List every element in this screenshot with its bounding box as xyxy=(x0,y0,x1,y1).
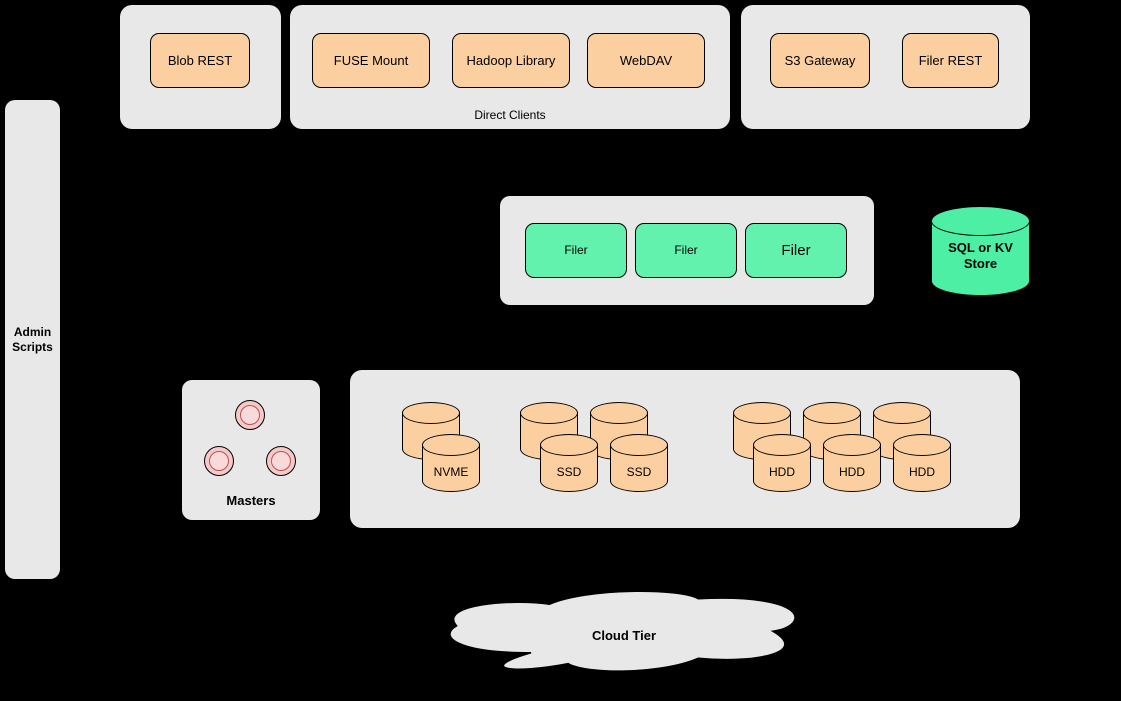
filer-group-panel: Filer Filer Filer xyxy=(500,196,874,305)
blob-rest-label: Blob REST xyxy=(167,52,233,68)
ssd-disk-cylinder: SSD xyxy=(540,434,598,492)
nvme-label: NVME xyxy=(433,465,469,479)
webdav-node: WebDAV xyxy=(587,33,705,88)
sql-kv-store-label: SQL or KV Store xyxy=(948,239,1013,271)
cylinder-top xyxy=(823,434,881,456)
hdd-label: HDD xyxy=(839,465,865,479)
cylinder-top xyxy=(590,402,648,424)
cylinder-top xyxy=(610,434,668,456)
blob-rest-node: Blob REST xyxy=(150,33,250,88)
filer-rest-node: Filer REST xyxy=(902,33,999,88)
filer-label-3: Filer xyxy=(781,241,811,259)
cylinder-top xyxy=(733,402,791,424)
hdd-disk-cylinder: HDD xyxy=(753,434,811,492)
filer-node-3: Filer xyxy=(745,223,847,278)
cylinder-top xyxy=(422,434,480,456)
hdd-label: HDD xyxy=(769,465,795,479)
hdd-disk-cylinder: HDD xyxy=(823,434,881,492)
cylinder-top xyxy=(540,434,598,456)
filer-node-1: Filer xyxy=(525,223,627,278)
hdd-label: HDD xyxy=(909,465,935,479)
cloud-tier-node: Cloud Tier xyxy=(438,588,810,696)
filer-label-1: Filer xyxy=(564,243,588,258)
ssd-label: SSD xyxy=(626,465,652,479)
gateway-group-panel: S3 Gateway Filer REST xyxy=(741,5,1030,129)
sql-kv-store-cylinder: SQL or KV Store xyxy=(931,206,1030,296)
cylinder-top xyxy=(931,206,1030,236)
nvme-disk-cylinder: NVME xyxy=(422,434,480,492)
hadoop-library-node: Hadoop Library xyxy=(452,33,570,88)
direct-clients-caption: Direct Clients xyxy=(474,108,546,122)
cylinder-top xyxy=(803,402,861,424)
hdd-disk-cylinder: HDD xyxy=(893,434,951,492)
filer-rest-label: Filer REST xyxy=(918,52,983,68)
blob-group-panel: Blob REST xyxy=(120,5,281,129)
ssd-label: SSD xyxy=(556,465,582,479)
cloud-tier-label: Cloud Tier xyxy=(591,628,657,643)
masters-label: Masters xyxy=(226,493,276,508)
admin-scripts-label: Admin Scripts xyxy=(12,324,53,354)
master-node-icon xyxy=(204,446,234,476)
admin-scripts-panel: Admin Scripts xyxy=(5,100,60,579)
cylinder-top xyxy=(520,402,578,424)
direct-clients-panel: FUSE Mount Hadoop Library WebDAV Direct … xyxy=(290,5,730,129)
cloud-shape xyxy=(438,588,810,696)
masters-panel: Masters xyxy=(182,380,320,520)
ssd-disk-cylinder: SSD xyxy=(610,434,668,492)
master-node-icon xyxy=(235,400,265,430)
cylinder-top xyxy=(402,402,460,424)
hadoop-library-label: Hadoop Library xyxy=(466,52,556,68)
s3-gateway-node: S3 Gateway xyxy=(770,33,870,88)
filer-label-2: Filer xyxy=(674,243,698,258)
master-node-icon xyxy=(266,446,296,476)
cylinder-top xyxy=(753,434,811,456)
filer-node-2: Filer xyxy=(635,223,737,278)
cylinder-top xyxy=(893,434,951,456)
storage-panel: NVME SSD SSD HDD HDD xyxy=(350,370,1020,528)
webdav-label: WebDAV xyxy=(619,52,673,68)
fuse-mount-label: FUSE Mount xyxy=(333,52,409,68)
cylinder-top xyxy=(873,402,931,424)
s3-gateway-label: S3 Gateway xyxy=(784,52,856,68)
fuse-mount-node: FUSE Mount xyxy=(312,33,430,88)
